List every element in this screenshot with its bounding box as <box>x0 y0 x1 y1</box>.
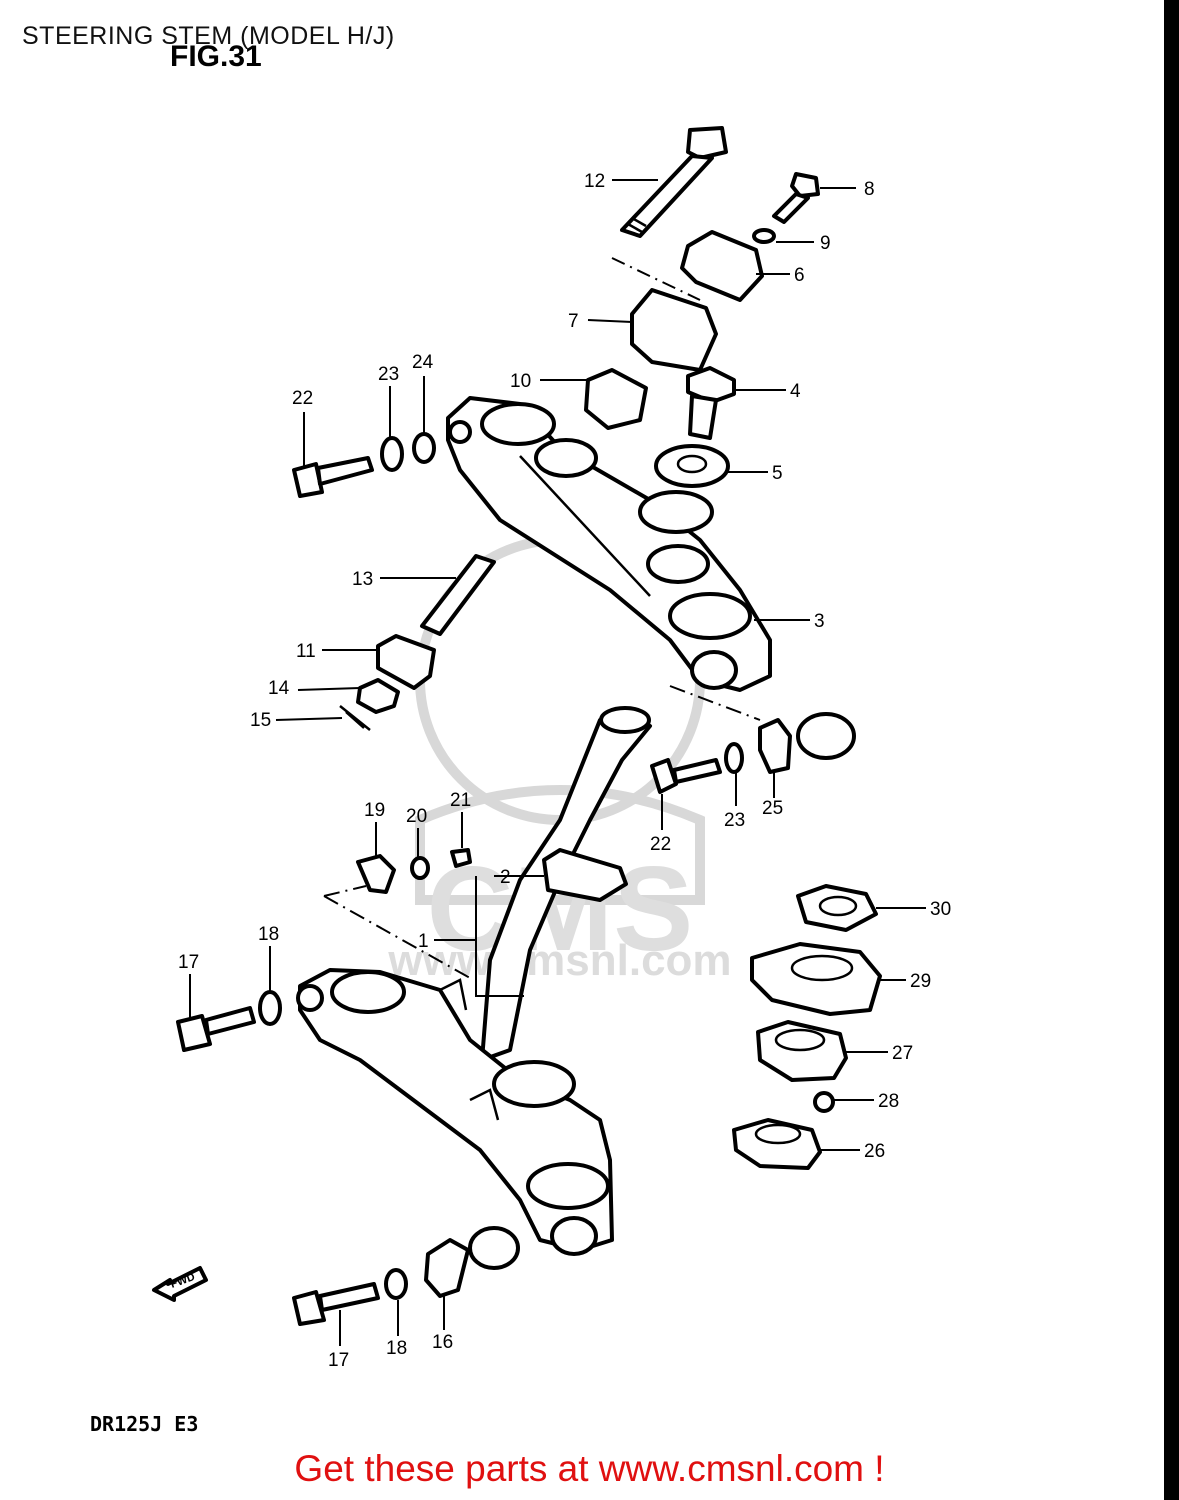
callout-15: 15 <box>250 710 271 731</box>
callout-27: 27 <box>892 1043 913 1064</box>
part-1-lower-bracket[interactable] <box>296 968 614 1256</box>
callout-16: 16 <box>432 1332 453 1353</box>
model-code: DR125J E3 <box>90 1412 199 1436</box>
part-15-cotter-pin[interactable] <box>339 705 371 731</box>
part-27-race[interactable] <box>756 1020 848 1082</box>
callout-28: 28 <box>878 1091 899 1112</box>
part-4-bolt[interactable] <box>686 366 736 440</box>
part-23-washer-upper[interactable] <box>380 436 404 472</box>
callout-23-right: 23 <box>724 810 745 831</box>
part-22-bolt-right[interactable] <box>650 758 722 794</box>
part-18-washer-upper[interactable] <box>258 990 282 1026</box>
callout-6: 6 <box>794 265 805 286</box>
fwd-arrow-icon: FWD <box>152 1266 208 1302</box>
part-21-screw[interactable] <box>450 848 472 868</box>
callout-12: 12 <box>584 171 605 192</box>
leader-lines <box>189 179 926 1346</box>
callout-29: 29 <box>910 971 931 992</box>
part-26-race[interactable] <box>732 1118 822 1170</box>
part-17-bolt-upper[interactable] <box>176 1006 256 1052</box>
callout-25: 25 <box>762 798 783 819</box>
part-16-plate[interactable] <box>424 1226 520 1298</box>
callout-2: 2 <box>500 867 511 888</box>
callout-1: 1 <box>418 931 429 952</box>
part-23-washer-right[interactable] <box>724 742 744 774</box>
part-8-bolt[interactable] <box>772 172 820 224</box>
callout-labels: 12 8 9 6 7 10 4 5 22 23 24 13 3 11 14 15… <box>178 171 951 1371</box>
part-2-steering-stem[interactable] <box>480 706 652 1062</box>
callout-20: 20 <box>406 806 427 827</box>
callout-4: 4 <box>790 381 801 402</box>
part-7-holder[interactable] <box>630 288 718 372</box>
part-18-washer-lower[interactable] <box>384 1268 408 1300</box>
watermark-logo: CMS www.cmsnl.com <box>387 535 732 985</box>
callout-18-upper: 18 <box>258 924 279 945</box>
callout-14: 14 <box>268 678 290 699</box>
callout-10: 10 <box>510 371 531 392</box>
part-13-damper[interactable] <box>420 554 496 636</box>
callout-24: 24 <box>412 352 434 373</box>
callout-30: 30 <box>930 899 951 920</box>
callout-17-lower: 17 <box>328 1350 349 1371</box>
callout-9: 9 <box>820 233 831 254</box>
callout-21: 21 <box>450 790 471 811</box>
callout-19: 19 <box>364 800 385 821</box>
callout-7: 7 <box>568 311 579 332</box>
part-11-cushion[interactable] <box>376 634 436 690</box>
callout-13: 13 <box>352 569 373 590</box>
callout-22-upper: 22 <box>292 388 313 409</box>
callout-8: 8 <box>864 179 875 200</box>
part-19-clamp[interactable] <box>356 854 396 894</box>
part-24-washer[interactable] <box>412 432 436 464</box>
watermark-url: www.cmsnl.com <box>387 936 731 985</box>
callout-3: 3 <box>814 611 825 632</box>
part-5-washer[interactable] <box>654 444 730 488</box>
part-14-nut[interactable] <box>356 678 400 714</box>
figure-number: FIG.31 <box>170 40 262 73</box>
part-3-upper-bracket[interactable] <box>446 396 772 692</box>
callout-23-upper: 23 <box>378 364 399 385</box>
part-10-cushion[interactable] <box>584 368 648 430</box>
part-6-holder[interactable] <box>680 230 764 302</box>
callout-5: 5 <box>772 463 783 484</box>
part-17-bolt-lower[interactable] <box>292 1282 380 1326</box>
part-12-bolt[interactable] <box>620 126 728 238</box>
part-29-cover[interactable] <box>750 942 882 1016</box>
part-28-ball[interactable] <box>813 1091 835 1113</box>
callout-18-lower: 18 <box>386 1338 407 1359</box>
footer-link[interactable]: Get these parts at www.cmsnl.com ! <box>294 1448 885 1489</box>
right-edge-bar <box>1164 0 1179 1500</box>
part-22-bolt-upper[interactable] <box>292 456 374 498</box>
callout-26: 26 <box>864 1141 885 1162</box>
part-25-plate[interactable] <box>758 712 856 774</box>
callout-17-upper: 17 <box>178 952 199 973</box>
callout-22-right: 22 <box>650 834 671 855</box>
part-20-washer[interactable] <box>410 856 430 880</box>
callout-11: 11 <box>296 641 316 662</box>
part-30-nut[interactable] <box>796 884 878 932</box>
diagram-title: STEERING STEM (MODEL H/J) <box>22 22 395 50</box>
part-9-washer[interactable] <box>752 228 776 244</box>
